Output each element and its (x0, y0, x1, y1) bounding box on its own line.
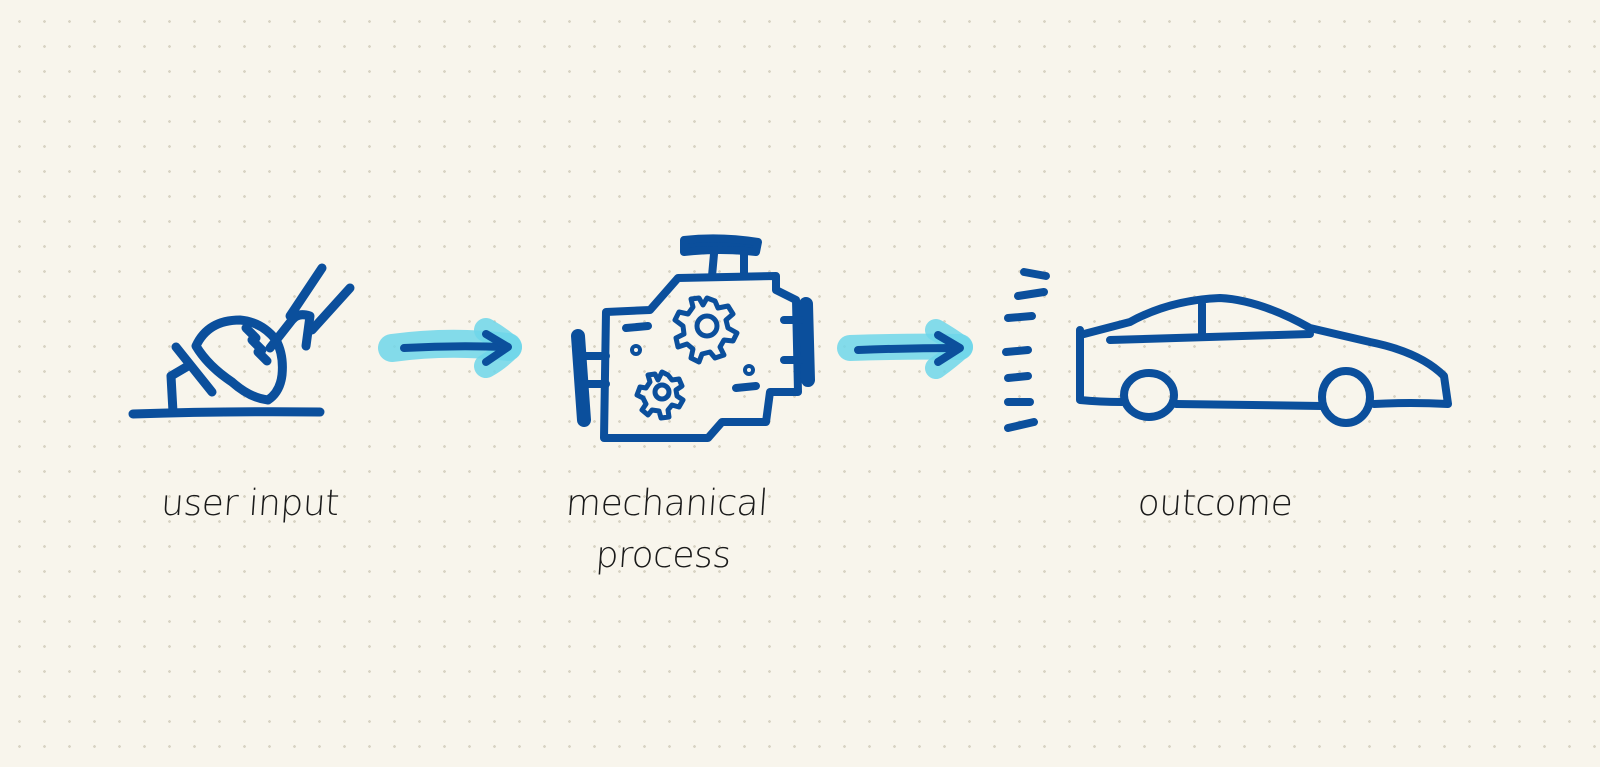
arrow-right-icon (378, 318, 522, 378)
outcome-label: outcome (1098, 478, 1332, 530)
process-label-line-2: process (594, 535, 733, 576)
process-label-line-1: mechanical (564, 483, 770, 524)
input-label-line: user input (159, 483, 341, 524)
car-icon (1076, 294, 1452, 427)
outcome-label-line: outcome (1136, 483, 1294, 524)
speed-lines-icon (1002, 268, 1050, 432)
input-label: user input (128, 478, 372, 530)
foot-pedal-icon (128, 263, 355, 419)
process-label: mechanical process (551, 478, 778, 582)
arrow-right-icon (837, 319, 973, 379)
engine-gears-icon (571, 234, 815, 442)
